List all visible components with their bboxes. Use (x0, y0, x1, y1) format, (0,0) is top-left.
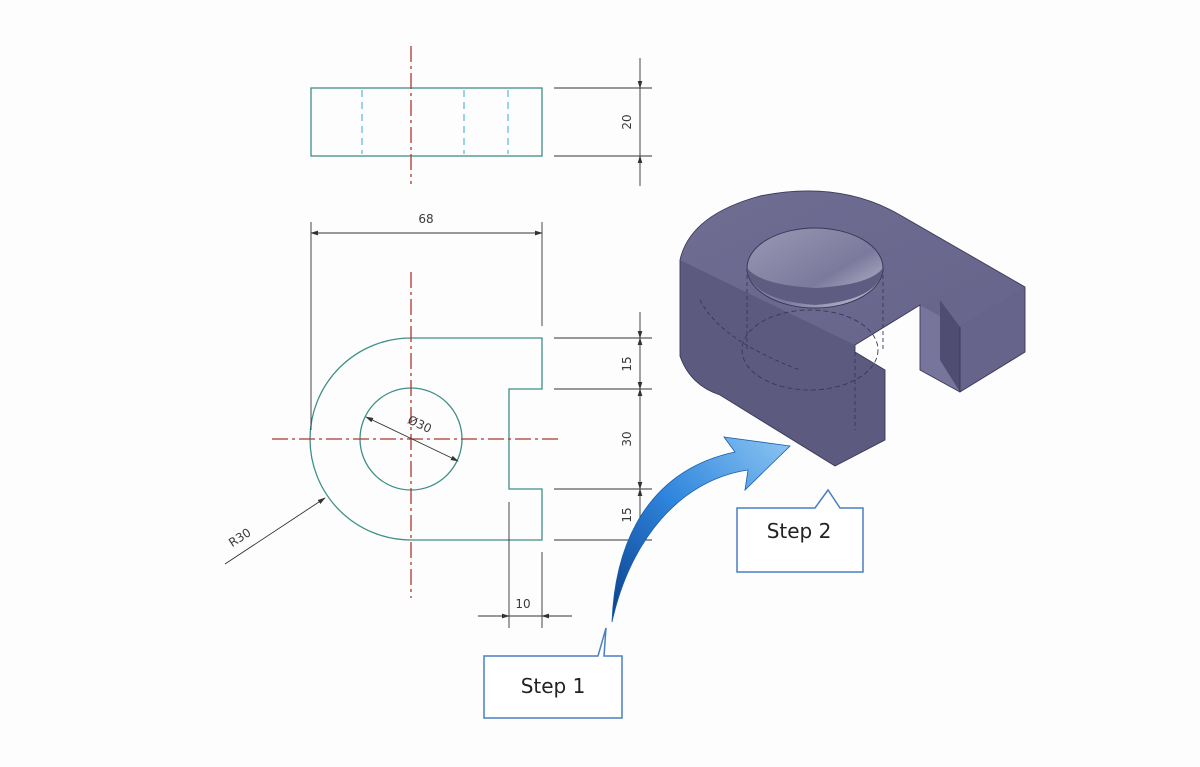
callout-step2: Step 2 (736, 488, 864, 573)
callout-step1: Step 1 (483, 627, 623, 719)
dim-height-label: 20 (620, 114, 634, 129)
step-arrow-icon (611, 436, 791, 623)
callout-step2-label: Step 2 (767, 519, 832, 543)
dim-notch-depth-label: 10 (515, 597, 530, 611)
solid-right-side (960, 287, 1025, 392)
solid-edges (679, 190, 1026, 467)
dim-width (310, 222, 543, 430)
callout-step1-label: Step 1 (521, 674, 586, 698)
hidden-lines (361, 90, 509, 154)
solid-notch-shade (940, 300, 960, 392)
top-view-outline (310, 87, 543, 157)
dim-notch-stack (554, 312, 652, 541)
solid-hole-inner-wall (747, 268, 883, 305)
front-view: 68 15 30 15 10 Ø30 R30 (224, 212, 652, 628)
dim-notch-lower-label: 15 (620, 507, 634, 522)
solid-model (679, 190, 1026, 467)
dim-notch-middle-label: 30 (620, 431, 634, 446)
dim-diameter-label: Ø30 (406, 413, 434, 436)
dim-notch-depth (478, 502, 572, 628)
top-view: 20 (310, 46, 652, 186)
front-view-outline (309, 337, 543, 541)
dim-radius-label: R30 (226, 525, 253, 550)
dim-width-label: 68 (418, 212, 433, 226)
dim-radius-line (224, 497, 326, 565)
dim-notch-upper-label: 15 (620, 356, 634, 371)
dim-height (554, 58, 652, 186)
dim-diameter-line (365, 416, 459, 462)
